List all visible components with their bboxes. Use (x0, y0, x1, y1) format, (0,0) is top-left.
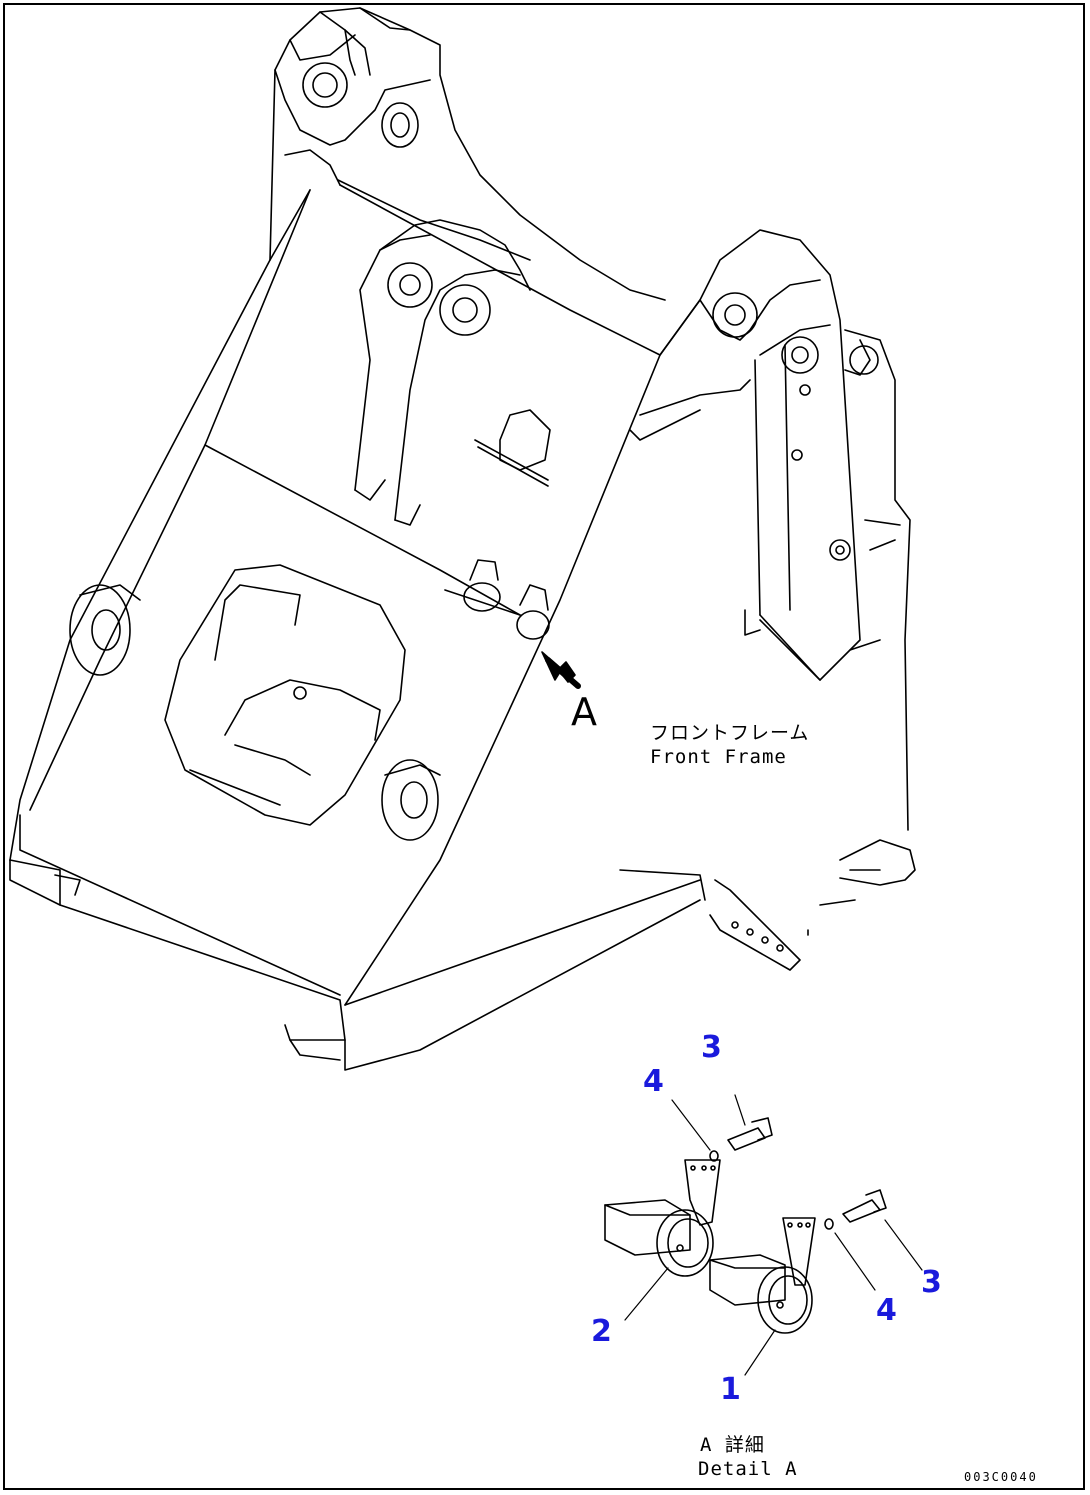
detail-a-drawing (604, 1094, 923, 1376)
horns-on-frame (444, 559, 550, 640)
detail-label-jp: A 詳細 (700, 1434, 765, 1456)
callout-part-3-right: 3 (921, 1265, 942, 1300)
drawing-code: 003C0040 (964, 1470, 1038, 1484)
detail-label-en: Detail A (698, 1458, 798, 1480)
front-frame-outline (9, 7, 916, 1071)
view-arrow-a (541, 651, 581, 689)
callout-part-4-upper: 4 (643, 1064, 664, 1099)
front-frame-label-jp: フロントフレーム (650, 722, 810, 744)
callout-part-2: 2 (591, 1314, 612, 1349)
callout-part-3-upper: 3 (701, 1030, 722, 1065)
callout-part-4-right: 4 (876, 1293, 897, 1328)
front-frame-label-en: Front Frame (650, 746, 787, 768)
callout-part-1: 1 (720, 1372, 741, 1407)
drawing-border (3, 3, 1085, 1490)
view-label-a: A (571, 690, 597, 734)
